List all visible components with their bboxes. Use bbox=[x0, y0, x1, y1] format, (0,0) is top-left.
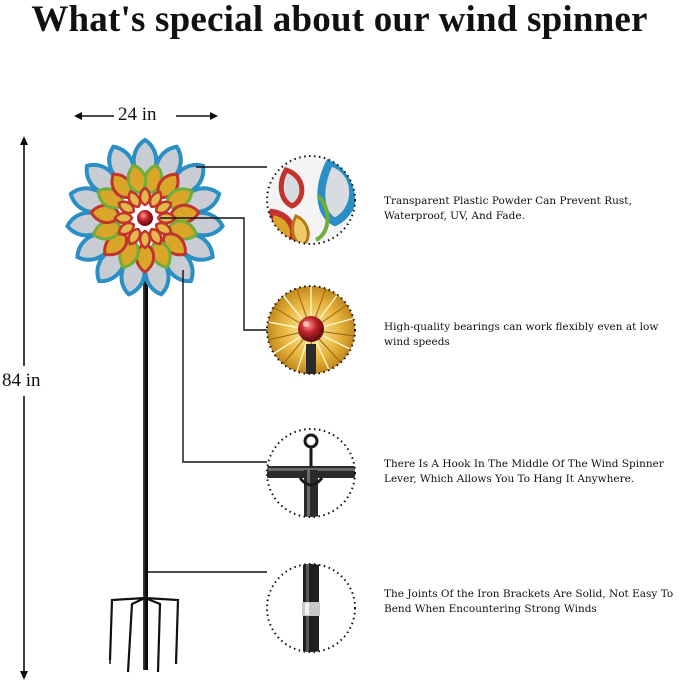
bearing-closeup bbox=[266, 285, 356, 375]
feature-hook-text: There Is A Hook In The Middle Of The Win… bbox=[384, 458, 664, 485]
feature-joint-text: The Joints Of the Iron Brackets Are Soli… bbox=[384, 588, 674, 615]
height-label: 84 in bbox=[2, 370, 41, 391]
coated-petal-closeup bbox=[266, 155, 356, 245]
width-label: 24 in bbox=[118, 104, 157, 125]
spinner-stake bbox=[108, 280, 180, 673]
joint-closeup bbox=[266, 563, 356, 653]
callout-lines bbox=[146, 166, 267, 573]
page-title: What's special about our wind spinner bbox=[31, 0, 648, 40]
spinner-head bbox=[65, 137, 225, 297]
feature-coating-text: Transparent Plastic Powder Can Prevent R… bbox=[384, 195, 632, 222]
height-dimension-arrow bbox=[20, 136, 28, 680]
hook-closeup bbox=[266, 428, 356, 518]
feature-bearing-text: High-quality bearings can work flexibly … bbox=[384, 321, 659, 348]
width-dimension-arrow bbox=[74, 112, 218, 120]
